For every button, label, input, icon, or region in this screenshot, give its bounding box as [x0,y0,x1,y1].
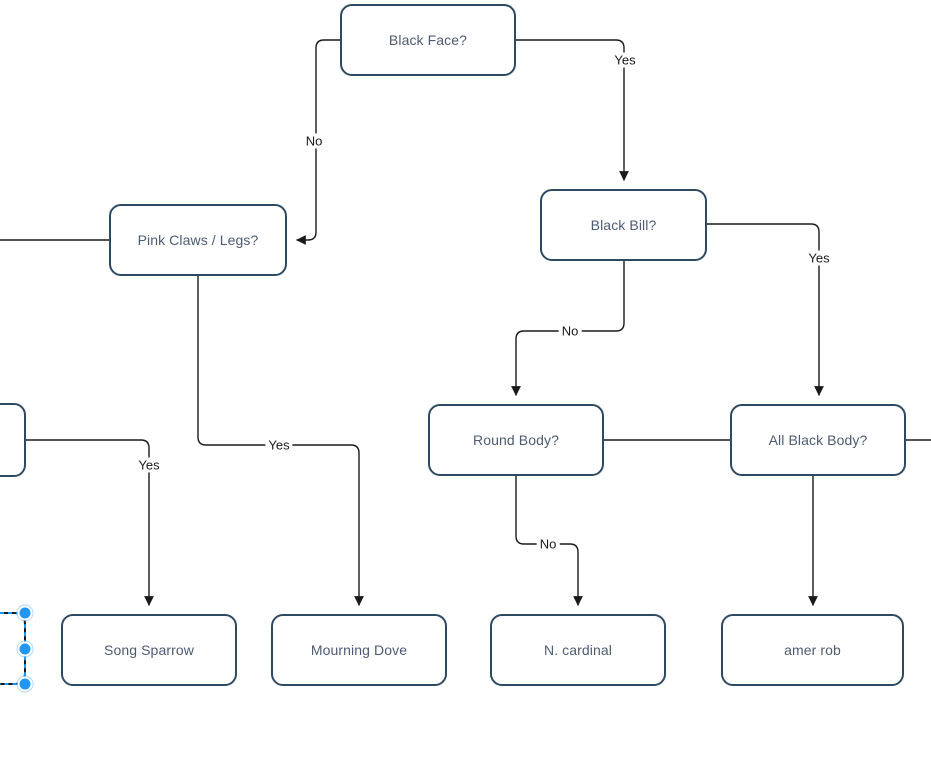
edge-handle-end[interactable] [17,676,33,692]
node-all-black-body[interactable]: All Black Body? [730,404,906,476]
edge-label-no-black-face[interactable]: No [302,133,326,149]
node-label: Pink Claws / Legs? [137,231,259,248]
node-label: Song Sparrow [104,641,194,658]
node-black-face[interactable]: Black Face? [340,4,516,76]
edge-label-yes-black-bill[interactable]: Yes [805,250,833,266]
node-n-cardinal[interactable]: N. cardinal [490,614,666,686]
edge-label-yes-pink-claws[interactable]: Yes [265,437,293,453]
edge-label-no-black-bill[interactable]: No [558,323,582,339]
node-mourning-dove[interactable]: Mourning Dove [271,614,447,686]
node-song-sparrow[interactable]: Song Sparrow [61,614,237,686]
node-label: amer rob [784,641,841,658]
edge-black-bill-yes [706,223,824,396]
node-label: N. cardinal [543,641,613,658]
node-label: All Black Body? [768,431,868,448]
node-round-body[interactable]: Round Body? [428,404,604,476]
edge-handle-start[interactable] [17,605,33,621]
edge-label-yes-black-face[interactable]: Yes [611,52,639,68]
node-offscreen-left[interactable] [0,403,26,477]
node-label: Black Bill? [590,216,657,233]
node-label: Mourning Dove [310,641,408,658]
node-amer-rob[interactable]: amer rob [721,614,904,686]
node-black-bill[interactable]: Black Bill? [540,189,707,261]
edge-offscreen-left-yes [25,439,154,606]
edge-label-no-round-body[interactable]: No [536,536,560,552]
edge-black-face-yes [515,39,629,181]
edge-handle-middle[interactable] [17,641,33,657]
node-label: Round Body? [473,431,559,448]
node-pink-claws-legs[interactable]: Pink Claws / Legs? [109,204,287,276]
edge-label-yes-offscreen-left[interactable]: Yes [135,457,163,473]
node-label: Black Face? [388,31,468,48]
